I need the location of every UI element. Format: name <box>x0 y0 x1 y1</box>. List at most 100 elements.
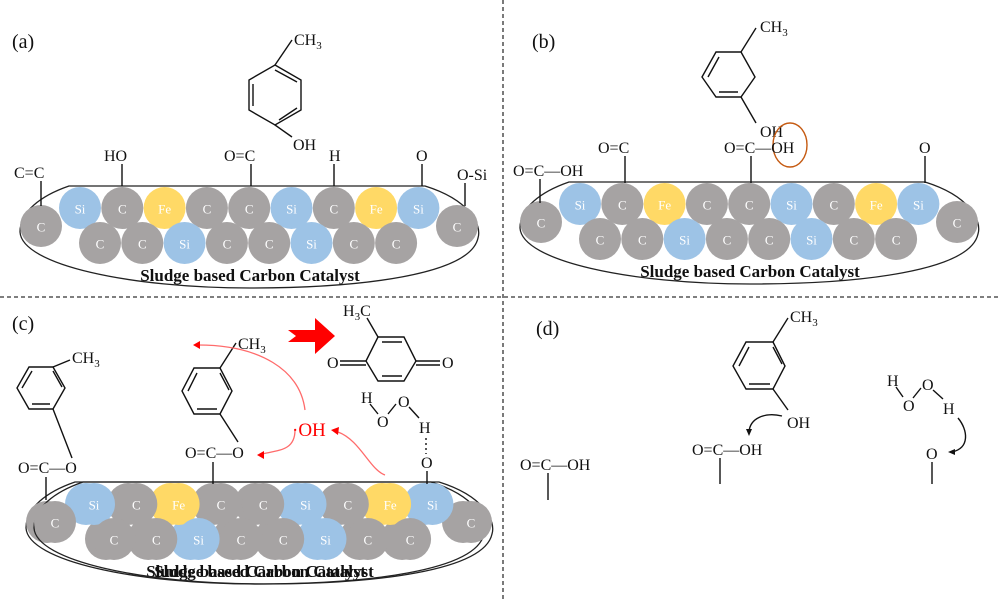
atom-c <box>242 483 285 525</box>
surface-groups-a: C=C HO O=C H O O-Si <box>14 148 488 206</box>
atom-label: C <box>203 202 212 217</box>
atom-label: Si <box>806 233 817 248</box>
surface-groups-d: O=C—OH O=C—OH O <box>520 442 938 500</box>
atom-c <box>20 205 62 247</box>
atom-label: C <box>406 533 415 548</box>
atom-label: C <box>467 516 476 531</box>
ch3-label: CH3 <box>294 32 322 52</box>
svg-text:O: O <box>421 455 433 472</box>
svg-text:CH3: CH3 <box>790 309 818 329</box>
atom-label: Si <box>679 233 690 248</box>
atom-label: C <box>829 198 838 213</box>
svg-text:CH3: CH3 <box>72 350 100 370</box>
atom-label: C <box>596 233 605 248</box>
svg-text:O: O <box>442 355 454 372</box>
atom-label: C <box>618 198 627 213</box>
atom-label: C <box>37 220 46 235</box>
atom-label: Fe <box>384 498 397 513</box>
surface-groups-b: O=C—OH O=C O=C—OH O <box>513 140 931 203</box>
atom-label: C <box>118 202 127 217</box>
atom-label: Si <box>575 198 586 213</box>
atom-label: Si <box>320 533 331 548</box>
reaction-arrow-icon <box>288 318 335 354</box>
bound-cresol-middle: CH3 O=C—O <box>181 336 266 484</box>
svg-text:O: O <box>903 398 915 415</box>
atom-c <box>205 222 248 264</box>
atom-label: C <box>237 533 246 548</box>
atom-label: C <box>51 516 60 531</box>
atom-label: Si <box>89 498 100 513</box>
panel-label-b: (b) <box>532 31 555 53</box>
atom-si <box>304 518 347 560</box>
atom-fe <box>643 183 686 225</box>
atom-c <box>135 518 178 560</box>
atom-label: C <box>349 237 358 252</box>
atom-label: C <box>723 233 732 248</box>
atom-label: Fe <box>370 202 383 217</box>
atom-label: Si <box>306 237 317 252</box>
atom-label: C <box>329 202 338 217</box>
atom-label: Si <box>286 202 297 217</box>
atom-label: C <box>217 498 226 513</box>
atom-si <box>897 183 940 225</box>
atom-si <box>73 483 115 525</box>
atom-si <box>411 483 454 525</box>
svg-text:CH3: CH3 <box>760 19 788 39</box>
atom-label: C <box>343 498 352 513</box>
atom-c <box>312 187 355 229</box>
svg-text:O: O <box>327 355 339 372</box>
atom-label: Si <box>193 533 204 548</box>
atom-c <box>685 183 728 225</box>
svg-text:O: O <box>377 414 389 431</box>
svg-text:H3C: H3C <box>343 303 371 323</box>
atom-label: C <box>745 198 754 213</box>
svg-text:C=C: C=C <box>14 165 44 182</box>
atom-label: Si <box>913 198 924 213</box>
svg-text:H: H <box>361 390 373 407</box>
atom-fe <box>369 483 412 525</box>
svg-text:H: H <box>943 401 955 418</box>
atom-c <box>748 218 791 260</box>
svg-text:OH: OH <box>787 415 811 432</box>
atom-label: C <box>703 198 712 213</box>
atom-si <box>177 518 220 560</box>
cresol-molecule-d: CH3 OH <box>732 309 818 432</box>
atom-label: C <box>259 498 268 513</box>
atom-label: Si <box>300 498 311 513</box>
svg-text:O=C—O: O=C—O <box>185 445 244 462</box>
svg-text:O=C: O=C <box>598 140 629 157</box>
svg-text:O=C—O: O=C—O <box>18 460 77 477</box>
atom-label: C <box>223 237 232 252</box>
panel-label-c: (c) <box>12 313 34 335</box>
atom-si <box>290 222 333 264</box>
svg-text:O=C—OH: O=C—OH <box>724 140 795 157</box>
svg-text:H: H <box>419 420 431 437</box>
atom-label: C <box>765 233 774 248</box>
atom-c <box>79 222 121 264</box>
catalyst-outline <box>33 481 494 585</box>
benzoquinone-product: O O H3C <box>327 303 454 382</box>
panel-label-a: (a) <box>12 31 34 53</box>
atom-label: C <box>245 202 254 217</box>
atom-si <box>284 483 327 525</box>
atom-c <box>34 501 76 543</box>
atom-label: Fe <box>870 198 883 213</box>
catalyst-label: Sludge based Carbon Catalyst <box>640 262 860 281</box>
atom-label: C <box>132 498 141 513</box>
atom-label: C <box>152 533 161 548</box>
atom-c <box>121 222 164 264</box>
svg-text:OH: OH <box>760 124 784 141</box>
catalyst-outline <box>19 185 480 289</box>
atom-si <box>663 218 706 260</box>
atom-c <box>326 483 369 525</box>
atom-c <box>185 187 228 229</box>
atom-label: Fe <box>658 198 671 213</box>
atom-c <box>248 222 291 264</box>
atom-label: Fe <box>172 498 185 513</box>
atom-c <box>115 483 158 525</box>
catalyst-outline <box>519 181 980 285</box>
